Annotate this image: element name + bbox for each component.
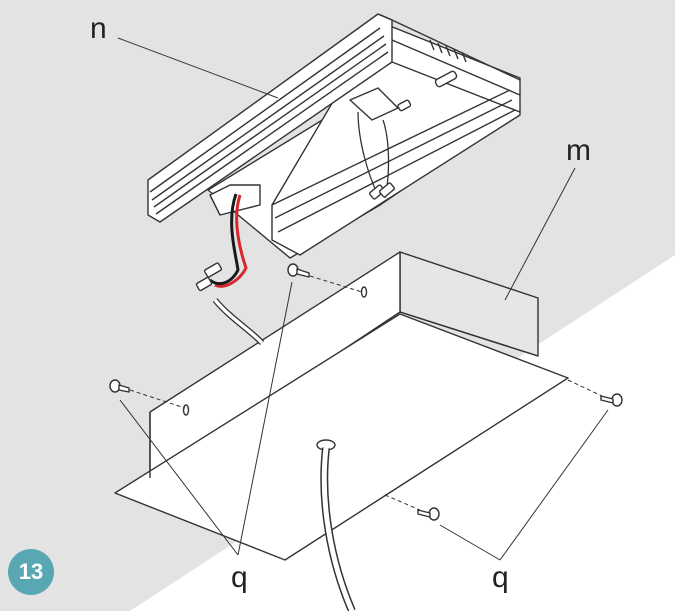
- step-number-badge: 13: [8, 549, 54, 595]
- plate-hole-left: [182, 404, 190, 416]
- label-driver: n: [90, 12, 107, 45]
- leader-m: [504, 167, 576, 301]
- leader-lines: [117, 37, 609, 561]
- leader-n: [117, 37, 279, 99]
- label-screws-right: q: [492, 561, 509, 594]
- cables: [209, 111, 390, 611]
- driver-housing: [147, 13, 521, 259]
- label-screws-left: q: [231, 561, 248, 594]
- screw-bottom: [417, 507, 440, 521]
- mounting-plate: [114, 251, 569, 561]
- screw-top: [287, 263, 310, 278]
- screw-left: [109, 379, 130, 393]
- screw-right: [600, 393, 623, 407]
- plate-base: [114, 313, 569, 561]
- label-plate: m: [566, 134, 591, 167]
- alignment-lines: [129, 275, 603, 511]
- plate-hole-top: [360, 286, 368, 298]
- wire-connectors: [195, 182, 396, 292]
